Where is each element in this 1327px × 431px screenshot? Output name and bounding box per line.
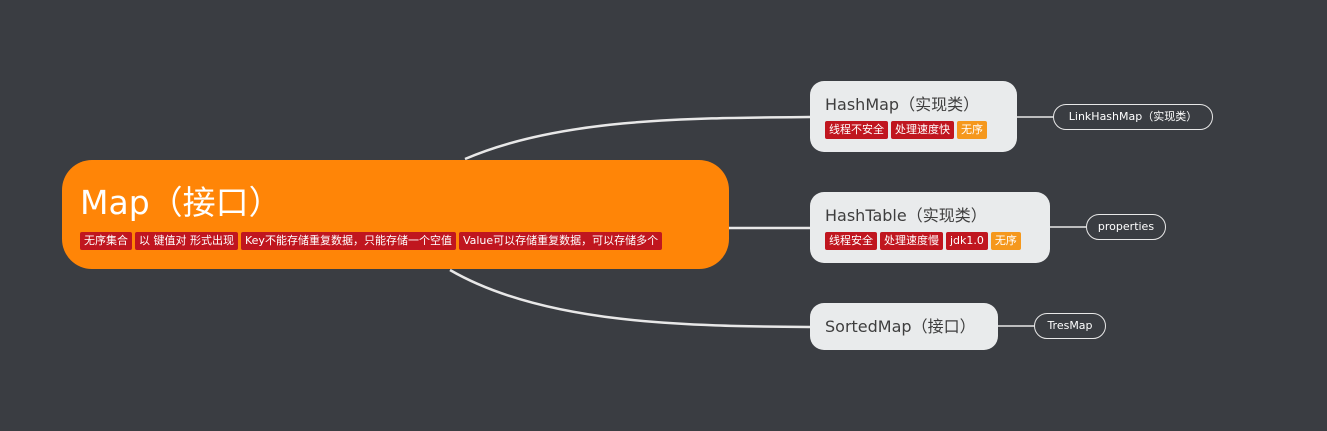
connector-root-hashmap [464,115,811,161]
child-tag: 线程安全 [825,232,877,250]
child-tag: 无序 [990,232,1021,250]
child-tag: 处理速度快 [891,121,954,139]
child-node-sortedmap[interactable]: SortedMap（接口） [810,303,998,350]
leaf-node-tresmap[interactable]: TresMap [1034,313,1106,339]
root-tag: Key不能存储重复数据，只能存储一个空值 [241,232,456,250]
root-tag: 以 键值对 形式出现 [135,232,238,250]
child-tag: 处理速度慢 [880,232,943,250]
child-tags: 线程不安全 处理速度快 无序 [825,121,1017,139]
leaf-node-linkhashmap[interactable]: LinkHashMap（实现类） [1053,104,1213,130]
child-node-hashtable[interactable]: HashTable（实现类） 线程安全 处理速度慢 jdk1.0 无序 [810,192,1050,263]
connector-root-sortedmap [449,268,811,329]
child-tags: 线程安全 处理速度慢 jdk1.0 无序 [825,232,1050,250]
root-tags: 无序集合 以 键值对 形式出现 Key不能存储重复数据，只能存储一个空值 Val… [80,232,729,250]
child-tag: 线程不安全 [825,121,888,139]
child-title: HashMap（实现类） [825,95,980,114]
child-tag: jdk1.0 [946,232,988,250]
root-tag: 无序集合 [80,232,132,250]
root-tag: Value可以存储重复数据，可以存储多个 [458,232,663,250]
child-title: HashTable（实现类） [825,206,987,225]
root-node-map[interactable]: Map（接口） 无序集合 以 键值对 形式出现 Key不能存储重复数据，只能存储… [62,160,729,269]
child-node-hashmap[interactable]: HashMap（实现类） 线程不安全 处理速度快 无序 [810,81,1017,152]
child-tag: 无序 [957,121,987,139]
leaf-node-properties[interactable]: properties [1086,214,1166,240]
root-title: Map（接口） [80,183,282,222]
child-title: SortedMap（接口） [825,317,976,336]
